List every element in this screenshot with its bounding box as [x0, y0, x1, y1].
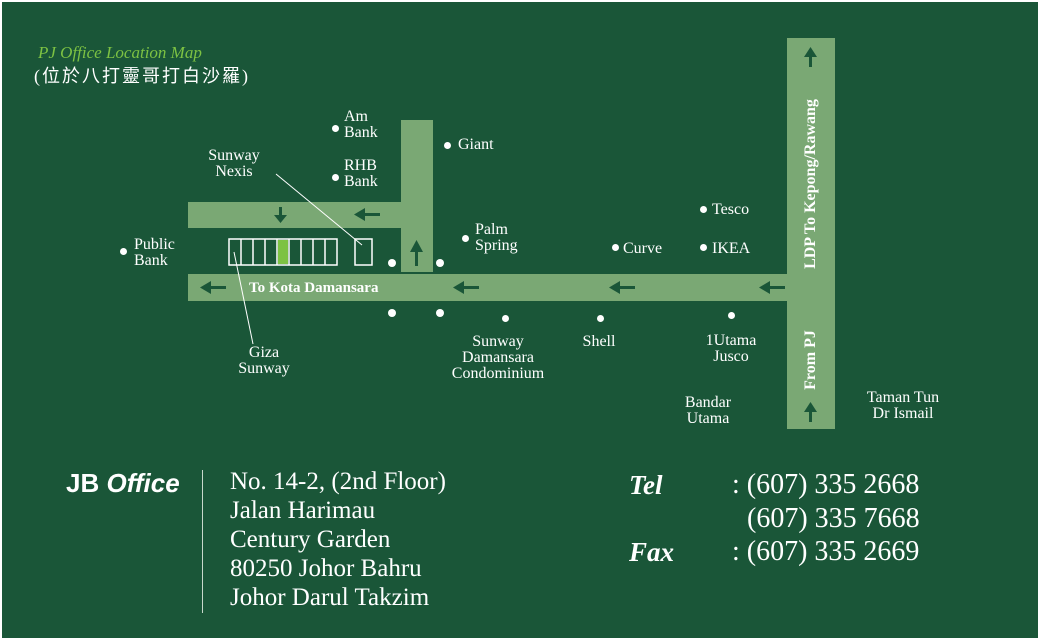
arrow-left-icon: [759, 281, 785, 294]
dot-curve: [612, 244, 619, 251]
arrow-down-icon: [274, 207, 287, 223]
arrow-left-icon: [609, 281, 635, 294]
arrow-up-icon: [804, 402, 817, 422]
address-line: Jalan Harimau: [230, 497, 376, 524]
road-label-kota-damansara: To Kota Damansara: [249, 280, 379, 296]
label-palm-spring: Palm Spring: [475, 221, 518, 254]
sunway-nexis-building: [354, 238, 373, 266]
dot-junction: [388, 259, 396, 267]
label-ikea: IKEA: [712, 240, 751, 257]
office-unit-highlight: [278, 240, 288, 264]
dot-ikea: [700, 244, 707, 251]
label-rhb-bank: RHB Bank: [344, 157, 378, 190]
map-subtitle: (位於八打靈哥打白沙羅): [34, 66, 250, 86]
arrow-left-icon: [200, 281, 226, 294]
arrow-left-icon: [453, 281, 479, 294]
arrow-up-icon: [410, 240, 423, 266]
label-1utama-jusco: 1Utama Jusco: [705, 332, 757, 365]
tel-label: Tel: [629, 470, 663, 500]
label-taman-tun: Taman Tun Dr Ismail: [866, 389, 940, 422]
address-line: No. 14-2, (2nd Floor): [230, 468, 446, 495]
label-tesco: Tesco: [712, 201, 750, 218]
label-public-bank: Public Bank: [134, 236, 175, 269]
leader-line-sunway-nexis: [275, 173, 363, 246]
road-label-ldp: LDP To Kepong/Rawang: [802, 99, 819, 269]
dot-giant: [444, 142, 451, 149]
dot-palm-spring: [462, 235, 469, 242]
dot-junction: [436, 309, 444, 317]
dot-junction: [436, 259, 444, 267]
tel-number-1: : (607) 335 2668: [732, 469, 920, 500]
road-kota-damansara: [188, 274, 788, 301]
fax-label: Fax: [629, 537, 675, 567]
dot-shell: [597, 315, 604, 322]
dot-junction: [388, 309, 396, 317]
label-bandar-utama: Bandar Utama: [684, 394, 732, 427]
dot-rhb-bank: [332, 174, 339, 181]
dot-sunway-damansara: [502, 315, 509, 322]
label-sunway-damansara: Sunway Damansara Condominium: [451, 333, 545, 382]
office-title: JB Office: [66, 468, 180, 498]
arrow-left-icon: [354, 208, 380, 221]
road-ldp: [787, 38, 835, 429]
dot-1utama: [728, 312, 735, 319]
tel-number-2: (607) 335 7668: [747, 503, 920, 534]
fax-number: : (607) 335 2669: [732, 536, 920, 567]
address-line: 80250 Johor Bahru: [230, 555, 422, 582]
leader-line-giza-sunway: [233, 251, 254, 345]
label-shell: Shell: [582, 333, 616, 350]
label-am-bank: Am Bank: [344, 108, 378, 141]
dot-public-bank: [120, 248, 127, 255]
label-curve: Curve: [623, 240, 663, 257]
dot-tesco: [700, 206, 707, 213]
label-sunway-nexis: Sunway Nexis: [208, 147, 260, 180]
map-title: PJ Office Location Map: [38, 43, 202, 62]
office-address: No. 14-2, (2nd Floor) Jalan Harimau Cent…: [230, 467, 446, 612]
label-giant: Giant: [458, 136, 494, 153]
address-line: Johor Darul Takzim: [230, 584, 430, 611]
divider: [202, 470, 203, 613]
arrow-up-icon: [804, 47, 817, 67]
address-line: Century Garden: [230, 526, 391, 553]
label-giza-sunway: Giza Sunway: [238, 344, 290, 377]
dot-am-bank: [332, 125, 339, 132]
road-upper-service: [188, 202, 433, 228]
road-label-from-pj: From PJ: [802, 330, 819, 390]
